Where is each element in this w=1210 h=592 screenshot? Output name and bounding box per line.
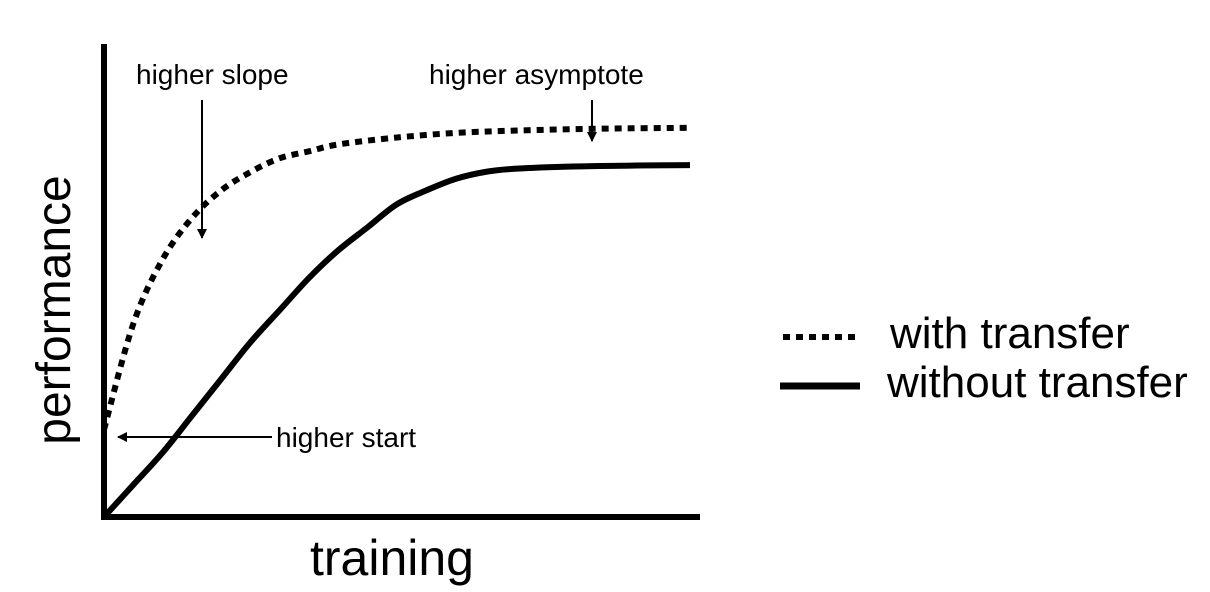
annotation-higher-start: higher start [276, 422, 416, 453]
series-line-without-transfer [101, 162, 691, 520]
y-axis-label: performance [28, 175, 81, 444]
legend-label-with-transfer: with transfer [889, 309, 1130, 358]
annotation-higher-slope: higher slope [136, 59, 289, 90]
x-axis-label: training [310, 530, 474, 586]
annotation-higher-asymptote: higher asymptote [429, 59, 644, 90]
plot-area [101, 124, 691, 520]
annotations: higher slope higher asymptote higher start [117, 59, 644, 453]
legend: with transfer without transfer [780, 309, 1188, 407]
series-line-with-transfer [101, 124, 691, 431]
legend-label-without-transfer: without transfer [886, 358, 1188, 407]
